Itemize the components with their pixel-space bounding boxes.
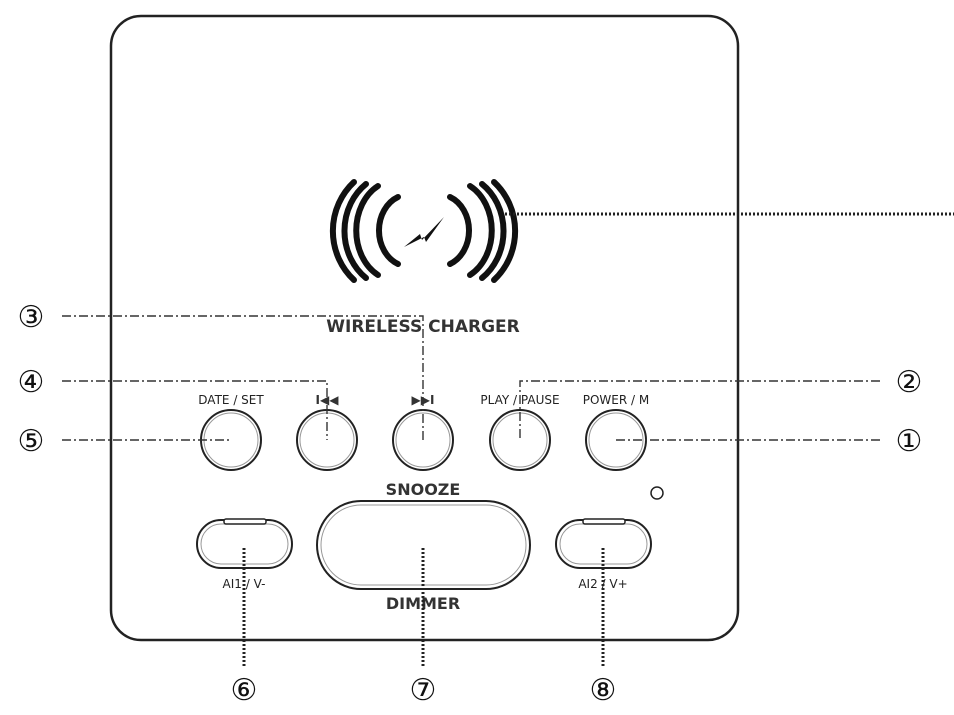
led-indicator-icon — [650, 486, 664, 500]
power-m-label: POWER / M — [583, 393, 650, 407]
dimmer-label: DIMMER — [386, 594, 460, 613]
snooze-label: SNOOZE — [386, 480, 461, 499]
wireless-charger-label: WIRELESS CHARGER — [326, 317, 519, 337]
callout-1: ① — [896, 424, 923, 459]
callout-6: ⑥ — [231, 673, 258, 708]
callout-leaders — [62, 315, 880, 441]
callout-5: ⑤ — [18, 424, 45, 459]
date-set-label: DATE / SET — [198, 393, 264, 407]
play-pause-button[interactable] — [489, 409, 551, 471]
callout-4: ④ — [18, 365, 45, 400]
callout-2: ② — [896, 365, 923, 400]
callout-dotted-leaders — [242, 548, 605, 668]
lightning-bolt-icon — [404, 217, 444, 247]
snooze-dimmer-button[interactable] — [316, 500, 531, 590]
callout-7: ⑦ — [410, 673, 437, 708]
callout-8: ⑧ — [590, 673, 617, 708]
callout-3: ③ — [18, 300, 45, 335]
wireless-charging-icon — [329, 179, 519, 283]
